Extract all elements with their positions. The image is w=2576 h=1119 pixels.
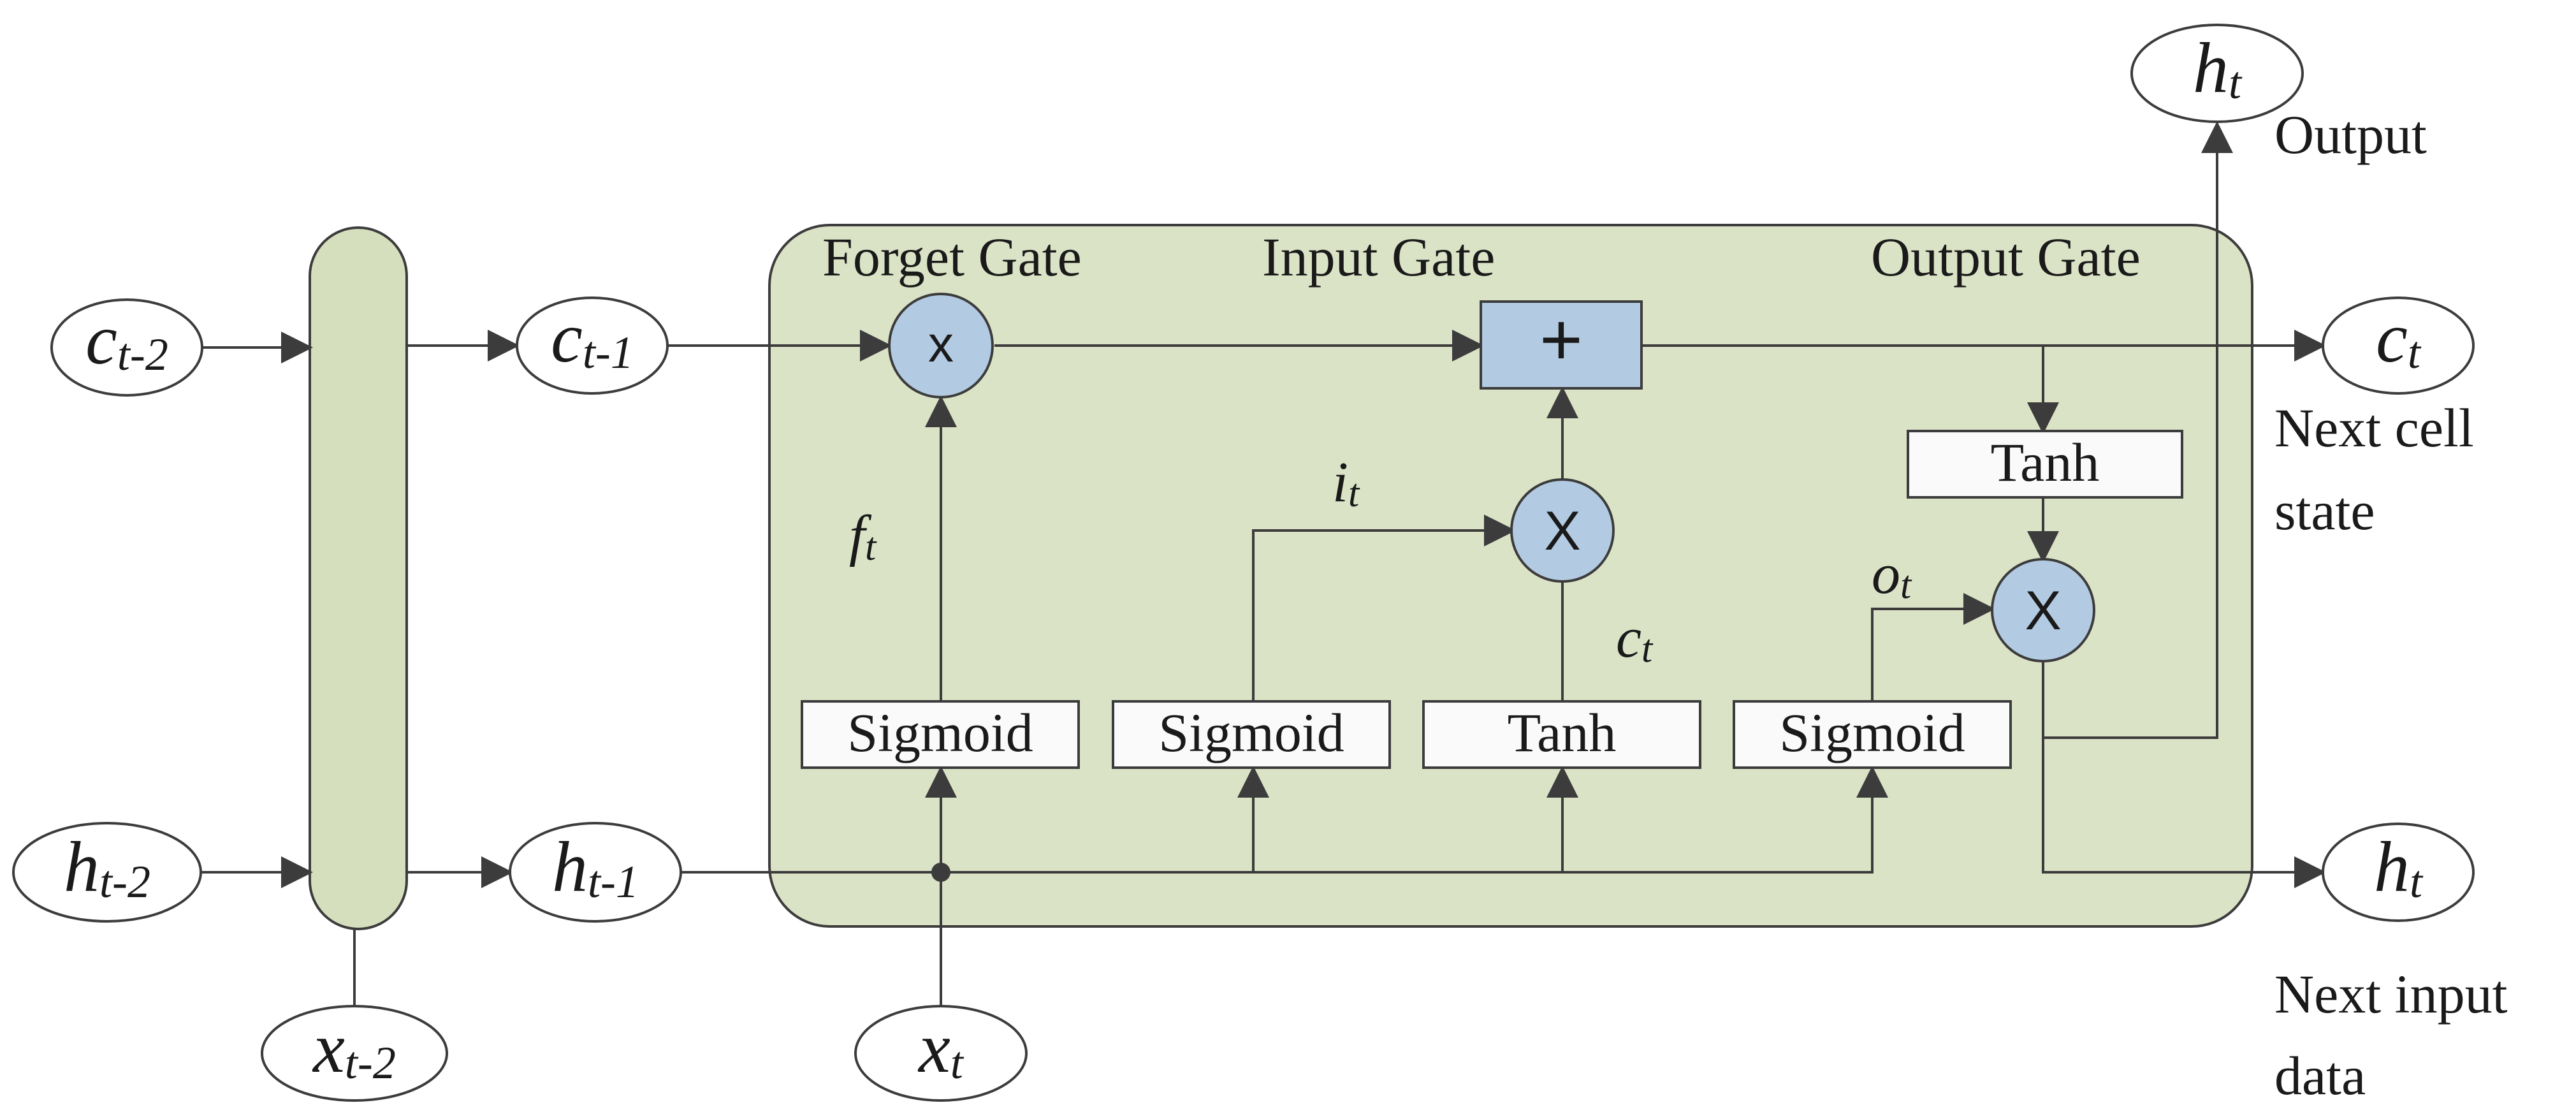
tanh-candidate-label: Tanh (1508, 702, 1617, 763)
tanh-output-label: Tanh (1991, 432, 2100, 493)
svg-text:ct-2: ct-2 (85, 300, 168, 380)
edge-mult-h-t-next (2042, 661, 2326, 888)
svg-text:ht: ht (2193, 29, 2243, 108)
junction-dot (931, 863, 950, 882)
input-gate-label: Input Gate (1262, 226, 1495, 288)
signal-it: it (1332, 451, 1360, 515)
next-input-annotation-line1: Next input (2274, 963, 2508, 1025)
node-x-t2: xt-2 (261, 1005, 448, 1102)
add-symbol: + (1539, 298, 1583, 381)
edge-mult-h-t-out (2043, 121, 2233, 739)
output-multiply-node: X (1991, 558, 2095, 662)
sigmoid-input-label: Sigmoid (1158, 702, 1344, 763)
sigmoid-output-label: Sigmoid (1779, 702, 1965, 763)
svg-text:ht-1: ht-1 (552, 828, 639, 907)
tanh-candidate-block: Tanh (1422, 700, 1701, 769)
edge-sigmoid-output (1871, 593, 1995, 701)
output-gate-label: Output Gate (1871, 226, 2141, 288)
svg-text:ct-1: ct-1 (551, 298, 634, 378)
input-multiply-node: X (1510, 478, 1615, 583)
previous-cell-block (309, 226, 408, 930)
svg-text:xt: xt (917, 1009, 964, 1088)
signal-ot: ot (1872, 543, 1912, 607)
tanh-output-block: Tanh (1907, 430, 2183, 499)
output-annotation: Output (2274, 104, 2427, 165)
node-x-t: xt (854, 1005, 1028, 1102)
node-h-t-next: ht (2322, 823, 2475, 922)
svg-text:ht-2: ht-2 (64, 828, 150, 907)
svg-text:ct: ct (2376, 298, 2422, 378)
forget-multiply-symbol: x (928, 316, 954, 372)
sigmoid-input-block: Sigmoid (1112, 700, 1391, 769)
sigmoid-forget-label: Sigmoid (847, 702, 1033, 763)
edge-sigmoid-input (1252, 515, 1516, 701)
node-c-t2: ct-2 (50, 298, 203, 397)
svg-text:xt-2: xt-2 (312, 1009, 396, 1088)
node-h-t-out: ht (2130, 24, 2304, 123)
output-multiply-symbol: X (2025, 580, 2061, 641)
signal-ct-candidate: ct (1616, 606, 1654, 671)
node-c-t1: ct-1 (516, 296, 669, 395)
next-input-annotation-line2: data (2274, 1045, 2366, 1106)
next-cell-annotation-line1: Next cell (2274, 397, 2474, 458)
svg-text:ht: ht (2374, 828, 2424, 907)
node-c-t: ct (2322, 296, 2475, 395)
node-h-t1: ht-1 (509, 822, 682, 923)
add-node: + (1480, 298, 1643, 390)
next-cell-annotation-line2: state (2274, 480, 2375, 541)
node-h-t2: ht-2 (12, 822, 202, 923)
sigmoid-output-block: Sigmoid (1733, 700, 2012, 769)
sigmoid-forget-block: Sigmoid (801, 700, 1080, 769)
forget-gate-label: Forget Gate (822, 226, 1082, 288)
forget-multiply-node: x (888, 293, 994, 399)
input-multiply-symbol: X (1544, 501, 1580, 562)
